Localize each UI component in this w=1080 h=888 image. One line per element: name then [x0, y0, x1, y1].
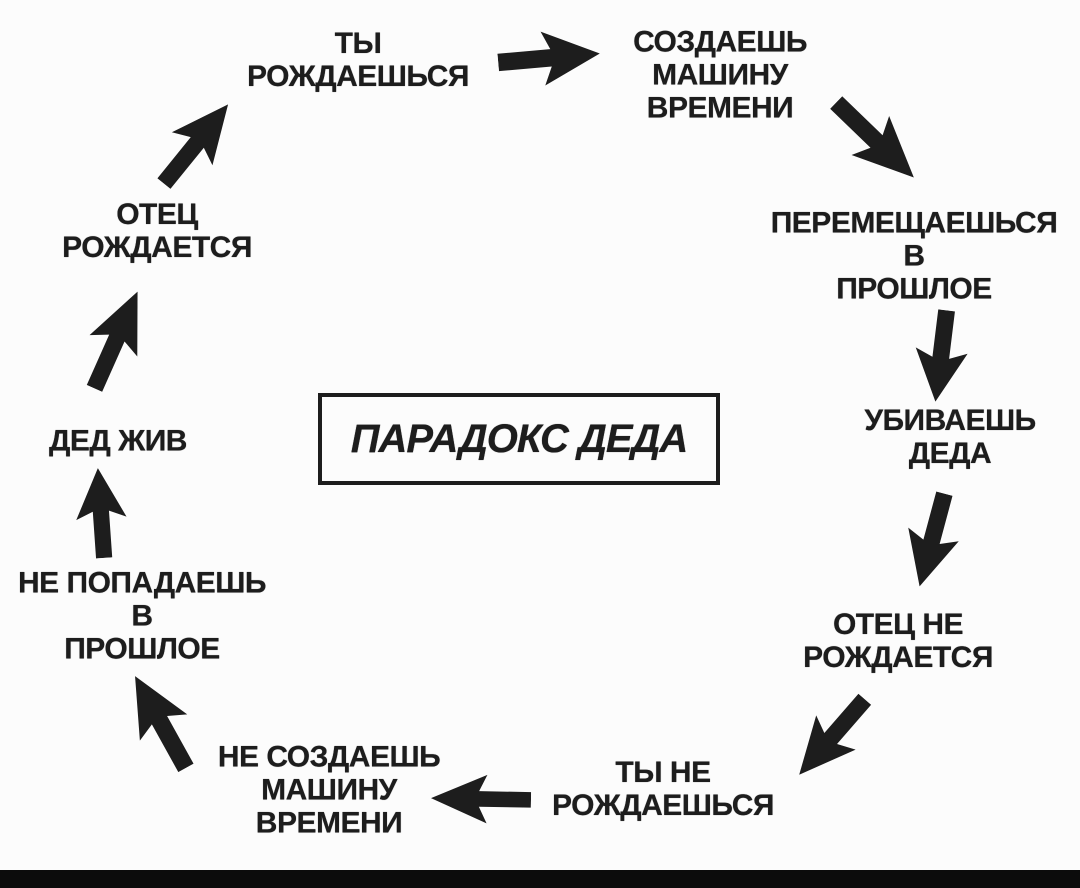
- arrow-create-machine-to-travel-past-icon: [816, 82, 934, 199]
- bottom-bar: [0, 870, 1080, 888]
- node-label-line: УБИВАЕШЬ: [864, 404, 1036, 437]
- node-label-line: ВРЕМЕНИ: [646, 91, 794, 125]
- node-label-line: В: [131, 599, 153, 633]
- arrow-you-born-to-create-machine-icon: [496, 25, 603, 92]
- arrow-grandfather-alive-to-father-born-icon: [69, 280, 163, 400]
- arrow-kill-grandfather-to-father-not-born-icon: [893, 486, 972, 593]
- paradox-title-box: ПАРАДОКС ДЕДА: [318, 393, 720, 485]
- node-label-line: НЕ ПОПАДАЕШЬ: [17, 566, 267, 600]
- node-label-line: РОЖДАЕТСЯ: [62, 231, 252, 264]
- node-label-line: ТЫ: [334, 27, 382, 60]
- node-label-line: ОТЕЦ: [116, 198, 198, 231]
- node-label-line: ДЕД ЖИВ: [49, 424, 187, 458]
- node-label-line: ОТЕЦ НЕ: [832, 608, 964, 641]
- node-label-line: ДЕДА: [908, 437, 992, 470]
- node-label-line: ВРЕМЕНИ: [255, 806, 403, 840]
- node-label-line: НЕ СОЗДАЕШЬ: [217, 740, 441, 774]
- paradox-title: ПАРАДОКС ДЕДА: [350, 416, 689, 461]
- node-label-line: ПЕРЕМЕЩАЕШЬСЯ: [770, 206, 1058, 240]
- arrow-you-not-born-to-no-machine-icon: [431, 772, 532, 826]
- node-label-line: ПРОШЛОЕ: [64, 632, 220, 666]
- node-label-line: МАШИНУ: [261, 773, 397, 807]
- arrow-father-born-to-you-born-icon: [142, 87, 250, 202]
- node-label-line: ТЫ НЕ: [615, 756, 711, 789]
- arrow-travel-past-to-kill-grandfather-icon: [908, 307, 975, 405]
- node-grandfather-alive: ДЕД ЖИВ: [49, 425, 187, 458]
- arrow-no-machine-to-no-travel-icon: [109, 662, 211, 782]
- node-label-line: ПРОШЛОЕ: [836, 272, 992, 306]
- node-label-line: РОЖДАЕШЬСЯ: [552, 789, 774, 822]
- node-label-line: РОЖДАЕТСЯ: [803, 641, 993, 674]
- node-label-line: РОЖДАЕШЬСЯ: [247, 60, 469, 93]
- node-label-line: В: [903, 239, 925, 273]
- node-label-line: МАШИНУ: [652, 58, 788, 92]
- arrow-no-travel-to-grandfather-alive-icon: [71, 466, 131, 560]
- node-label-line: СОЗДАЕШЬ: [633, 25, 807, 59]
- arrow-father-not-born-to-you-not-born-icon: [778, 681, 886, 793]
